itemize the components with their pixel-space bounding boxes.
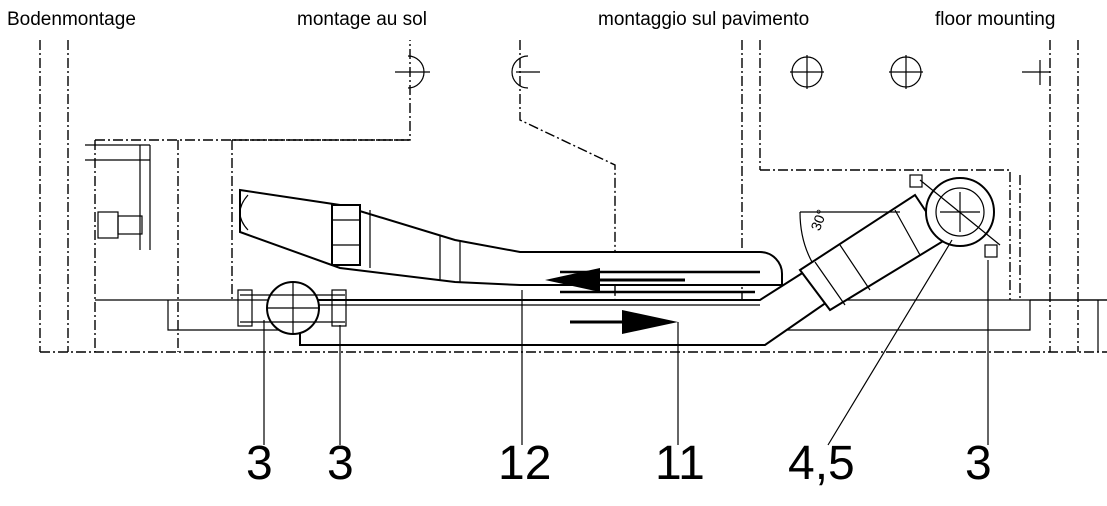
label-german: Bodenmontage [7,9,136,30]
flow-arrows [545,268,685,334]
mounting-holes [395,55,1050,89]
callout-3a: 3 [246,437,273,490]
callout-3c: 3 [965,437,992,490]
clamp-left [237,281,347,335]
label-english: floor mounting [935,9,1056,30]
callout-11: 11 [655,437,705,490]
clamp-upper-hose [331,204,361,266]
callout-12: 12 [498,437,552,490]
leader-lines [263,239,989,446]
callout-4-5: 4,5 [788,437,855,490]
label-italian: montaggio sul pavimento [598,9,810,30]
hose-12 [239,188,784,294]
label-french: montage au sol [297,9,427,30]
callout-3b: 3 [327,437,354,490]
arrow-right-icon [622,310,678,334]
fitting-4-5 [798,174,1001,312]
arrow-left-icon [545,268,600,292]
